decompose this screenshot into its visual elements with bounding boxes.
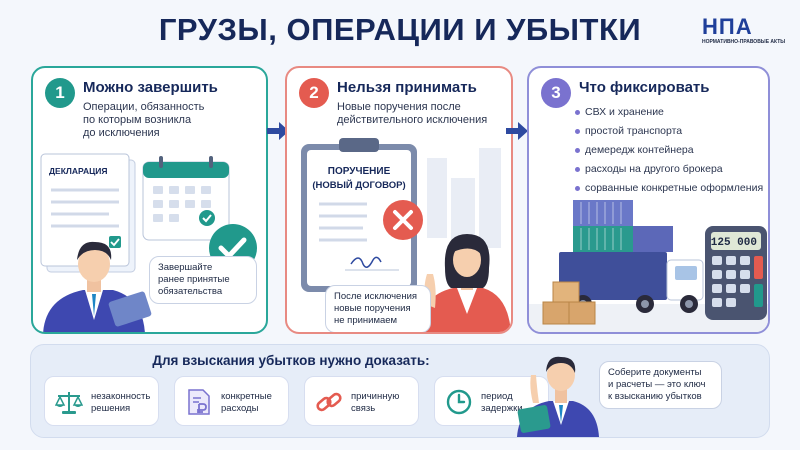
card-2-illustration: ПОРУЧЕНИЕ (НОВЫЙ ДОГОВОР) (301, 138, 511, 332)
cross-circle-icon (383, 200, 423, 240)
bubble-line: не принимаем (334, 315, 398, 326)
declaration-label: ДЕКЛАРАЦИЯ (49, 166, 108, 176)
requirement-label: незаконность решения (91, 391, 150, 414)
card-what-to-record: 3 Что фиксировать СВХ и хранение простой… (527, 66, 770, 334)
label-line: задержки (481, 402, 523, 414)
list-item: сорванные конкретные оформления (575, 179, 763, 198)
card-number: 2 (299, 78, 329, 108)
label-line: расходы (221, 402, 259, 414)
bubble-line: После исключения (334, 291, 418, 302)
calendar-icon (142, 156, 230, 241)
cardboard-boxes-icon (542, 281, 596, 325)
city-background (427, 148, 501, 248)
requirement-label: период задержки (481, 391, 523, 414)
card-description: Операции, обязанность по которым возникл… (83, 101, 204, 140)
card-3-illustration: 125 000 (529, 200, 768, 332)
label-line: связь (351, 402, 376, 414)
scales-icon (55, 392, 83, 414)
bubble-line: и расчеты — это ключ (608, 379, 706, 390)
bubble-line: к взысканию убытков (608, 391, 702, 402)
list-item: СВХ и хранение (575, 103, 763, 122)
requirement-expenses: конкретные расходы (174, 376, 289, 426)
card-description: Новые поручения после действительного ис… (337, 101, 487, 127)
bubble-line: обязательства (158, 286, 223, 297)
list-item: демередж контейнера (575, 141, 763, 160)
bubble-line: новые поручения (334, 303, 411, 314)
label-line: причинную (351, 391, 400, 402)
card-can-complete: 1 Можно завершить Операции, обязанность … (31, 66, 268, 334)
document-ruble-icon (188, 389, 210, 415)
card-cannot-accept: 2 Нельзя принимать Новые поручения после… (285, 66, 513, 334)
desc-line: Новые поручения после (337, 101, 461, 113)
calculator-icon (705, 226, 767, 320)
requirement-label: причинную связь (351, 391, 399, 414)
requirement-label: конкретные расходы (221, 391, 272, 414)
clipboard-icon (301, 138, 417, 292)
panel-title: Для взыскания убытков нужно доказать: (152, 353, 430, 368)
businesswoman-illustration (417, 234, 511, 332)
logo-subtitle: НОРМАТИВНО-ПРАВОВЫЕ АКТЫ (702, 39, 786, 45)
arrow-right-icon (506, 122, 528, 140)
new-contract-label: (НОВЫЙ ДОГОВОР) (312, 179, 405, 191)
card-title: Нельзя принимать (337, 79, 477, 96)
speech-bubble: После исключения новые поручения не прин… (325, 285, 431, 332)
label-line: решения (91, 402, 131, 414)
list-item: расходы на другого брокера (575, 160, 763, 179)
proof-requirements-panel: Для взыскания убытков нужно доказать: не… (30, 344, 770, 438)
page-title: ГРУЗЫ, ОПЕРАЦИИ И УБЫТКИ (158, 12, 642, 47)
desc-line: действительного исключения (337, 114, 488, 126)
order-label: ПОРУЧЕНИЕ (328, 166, 391, 177)
logo-mark-text: НПА (702, 14, 753, 39)
clock-icon (446, 389, 472, 415)
desc-line: по которым возникла (83, 114, 192, 126)
arrow-right-icon (267, 122, 289, 140)
label-line: конкретные (221, 391, 272, 402)
bubble-line: Соберите документы (608, 367, 702, 378)
requirement-causation: причинную связь (304, 376, 419, 426)
speech-bubble: Завершайте ранее принятые обязательства (149, 256, 257, 304)
label-line: незаконность (91, 391, 151, 402)
card-number: 1 (45, 78, 75, 108)
calculator-display: 125 000 (711, 237, 757, 249)
requirement-delay-period: период задержки (434, 376, 549, 426)
npa-logo: НПА НОРМАТИВНО-ПРАВОВЫЕ АКТЫ (702, 16, 786, 46)
requirement-illegality: незаконность решения (44, 376, 159, 426)
desc-line: до исключения (83, 127, 160, 139)
card-title: Что фиксировать (579, 79, 710, 96)
truck-icon (559, 252, 704, 313)
chain-link-icon (316, 392, 342, 412)
record-list: СВХ и хранение простой транспорта демере… (575, 103, 763, 198)
declaration-document-icon (40, 153, 136, 273)
card-number: 3 (541, 78, 571, 108)
desc-line: Операции, обязанность (83, 101, 205, 113)
speech-bubble: Соберите документы и расчеты — это ключ … (599, 361, 722, 409)
label-line: период (481, 391, 513, 402)
card-title: Можно завершить (83, 79, 218, 96)
bubble-line: Завершайте (158, 262, 213, 273)
consultant-illustration (517, 356, 599, 437)
list-item: простой транспорта (575, 122, 763, 141)
bubble-line: ранее принятые (158, 274, 230, 285)
logo-mark: НПА (702, 16, 780, 38)
card-1-illustration: ДЕКЛАРАЦИЯ (40, 153, 257, 332)
